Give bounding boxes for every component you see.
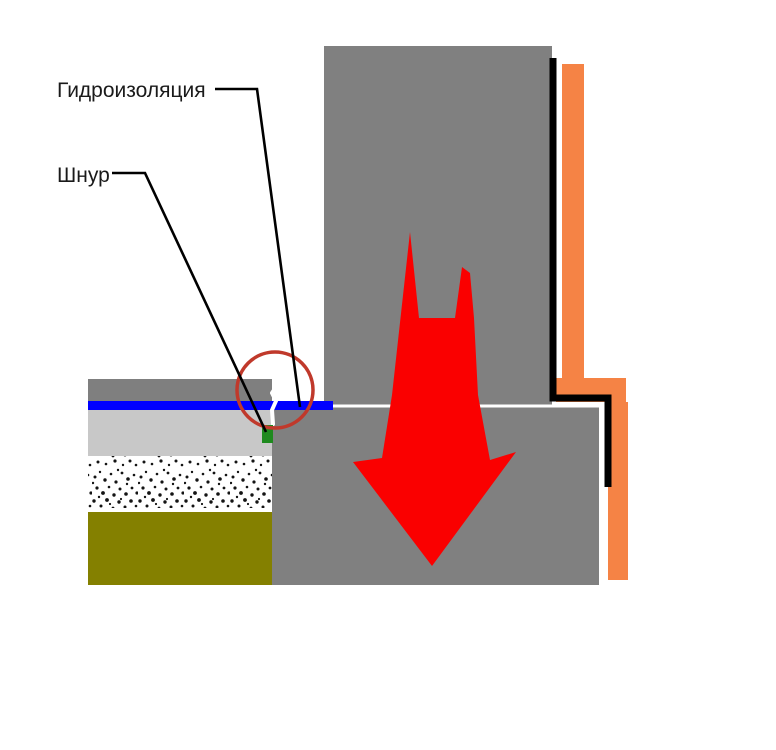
detail-callout-circle [235, 350, 315, 430]
ground-layer-pavement [88, 379, 272, 401]
label-cord: Шнур [57, 164, 110, 187]
ground-layer-screed [88, 410, 272, 456]
insulation-panel-vertical-lower [608, 402, 628, 580]
waterproofing-membrane-horizontal [88, 401, 333, 410]
insulation-panel-vertical-upper [562, 64, 584, 386]
expansion-joint-zigzag [270, 375, 280, 426]
leader-line-cord [112, 171, 268, 433]
load-direction-arrow [353, 232, 516, 566]
sealing-cord [262, 425, 273, 443]
ground-layer-soil [88, 512, 272, 585]
gravel-texture [88, 456, 272, 508]
waterproofing-membrane-vertical [549, 58, 612, 487]
ground-layers-group [88, 379, 272, 585]
label-waterproofing: Гидроизоляция [57, 79, 206, 102]
leader-lines-group [112, 87, 302, 433]
leader-line-waterproofing [215, 87, 302, 408]
